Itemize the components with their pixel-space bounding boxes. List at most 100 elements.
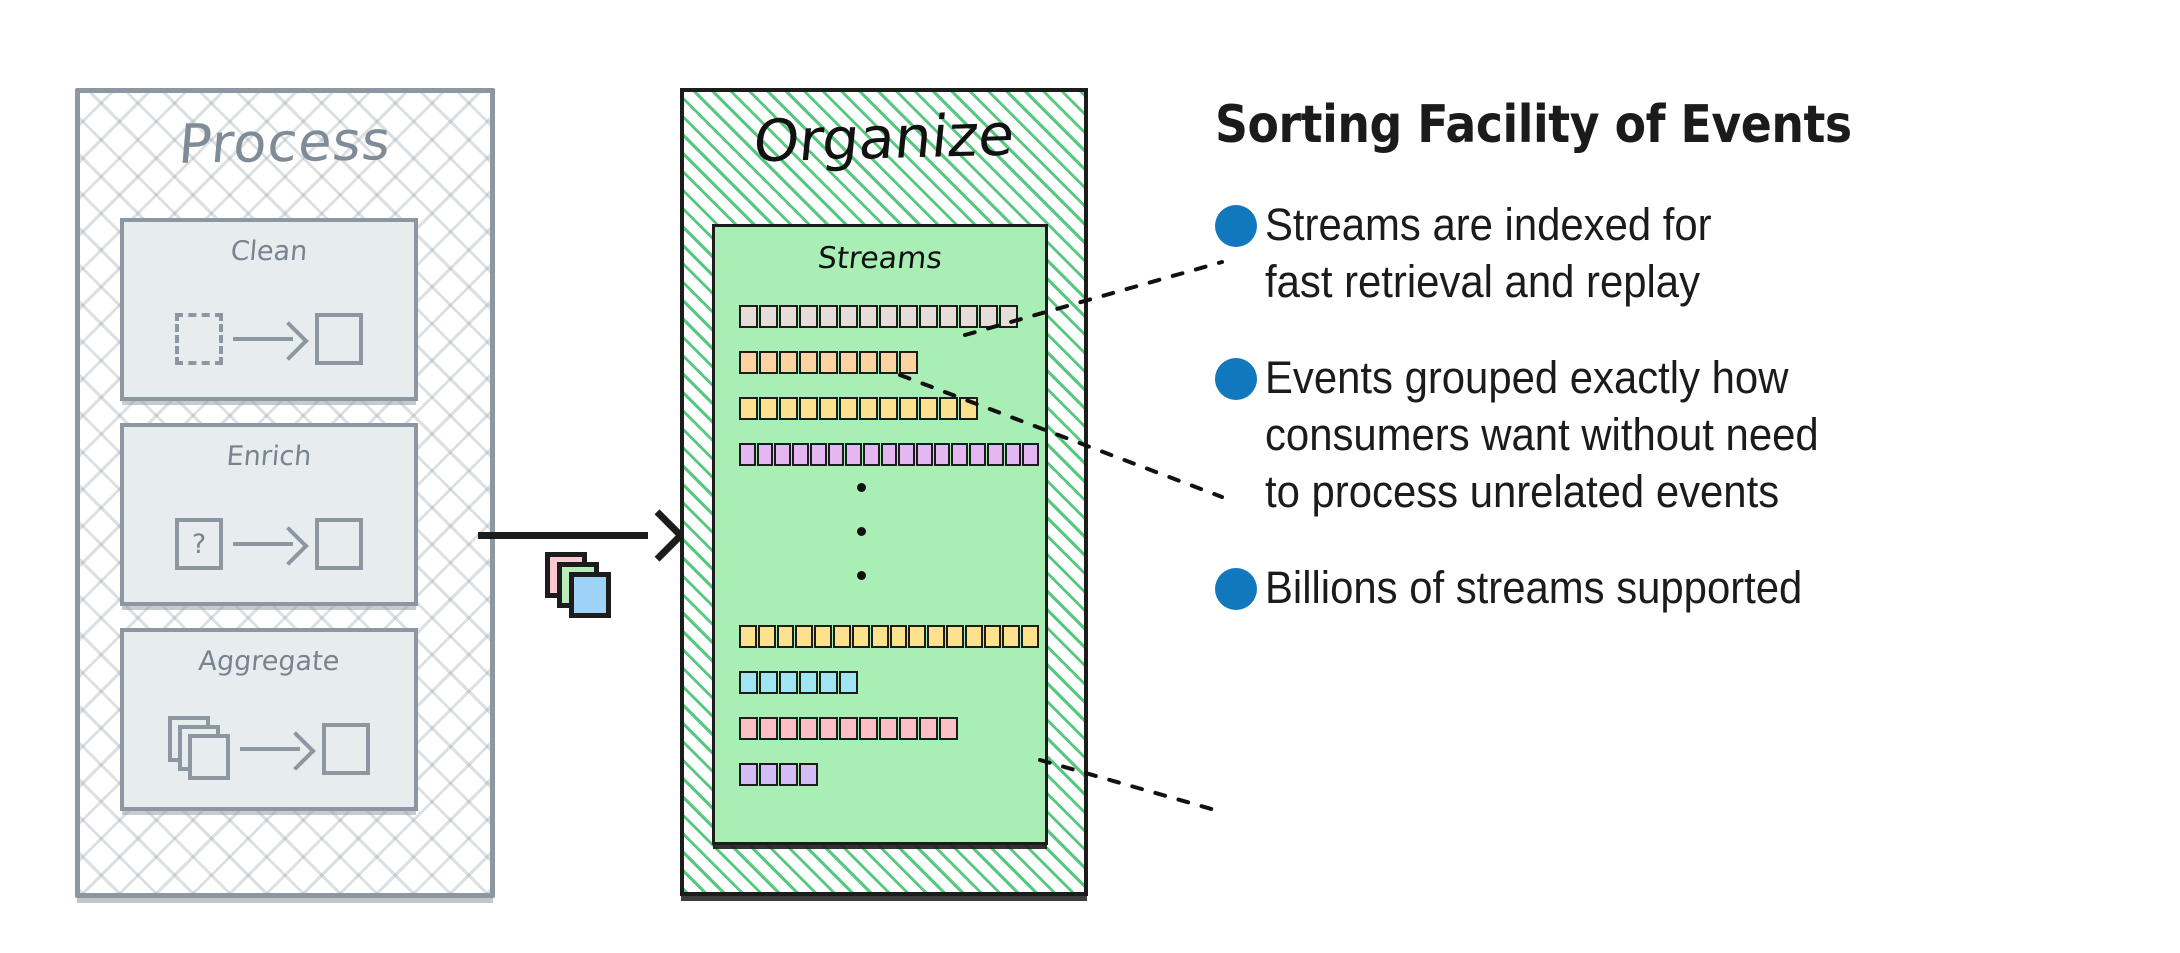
stream-cell	[819, 305, 838, 328]
stream-cell	[759, 717, 778, 740]
stream-cell	[739, 397, 758, 420]
square-icon	[315, 313, 363, 365]
vertical-ellipsis-icon	[857, 483, 871, 593]
stream-cell	[870, 625, 889, 648]
stream-cell	[809, 443, 827, 466]
stream-cell	[879, 305, 898, 328]
stream-cell	[983, 625, 1002, 648]
callout-indexed: Streams are indexed for fast retrieval a…	[1215, 197, 2115, 310]
arrow-right-icon	[233, 322, 305, 356]
stream-row-8	[739, 763, 1039, 786]
flow-arrow-icon	[478, 509, 686, 562]
stream-cell	[759, 305, 778, 328]
stream-rows-upper	[739, 305, 1039, 489]
stream-cell	[779, 717, 798, 740]
stream-cell	[862, 443, 880, 466]
process-panel-title: Process	[176, 109, 394, 176]
stream-cell	[1022, 443, 1039, 466]
stream-cell	[859, 397, 878, 420]
stream-cell	[799, 397, 818, 420]
stream-cell	[819, 717, 838, 740]
process-step-label: Aggregate	[197, 646, 341, 677]
card-blue	[569, 572, 611, 618]
process-step-icons: ?	[124, 499, 414, 589]
stream-cell	[833, 625, 851, 648]
arrow-right-icon	[233, 527, 305, 561]
process-step-label: Clean	[229, 236, 309, 267]
stream-cell	[757, 625, 776, 648]
stream-cell	[839, 351, 858, 374]
callout-text: Streams are indexed for fast retrieval a…	[1265, 199, 1712, 307]
stream-cell	[964, 625, 983, 648]
stream-cell	[819, 671, 838, 694]
stream-cell	[879, 397, 898, 420]
organize-panel-title: Organize	[750, 100, 1018, 176]
stream-cell	[899, 305, 918, 328]
bullet-dot-icon	[1215, 205, 1257, 247]
stream-cell	[959, 397, 978, 420]
stream-cell	[739, 305, 758, 328]
stream-cell	[779, 351, 798, 374]
square-icon	[322, 723, 370, 775]
stream-row-3	[739, 397, 1039, 420]
stream-cell	[899, 717, 918, 740]
stream-cell	[759, 351, 778, 374]
stream-cell	[879, 351, 898, 374]
stream-cell	[851, 625, 870, 648]
process-step-aggregate: Aggregate	[120, 628, 418, 811]
question-square-icon: ?	[175, 518, 223, 570]
stream-cell	[898, 443, 916, 466]
bullet-dot-icon	[1215, 358, 1257, 401]
square-icon	[315, 518, 363, 570]
stream-cell	[779, 305, 798, 328]
stream-cell	[939, 397, 958, 420]
stream-cell	[814, 625, 833, 648]
stream-cell	[739, 443, 756, 466]
stream-cell	[799, 671, 818, 694]
stream-cell	[927, 625, 945, 648]
organize-panel: Organize Streams	[680, 88, 1088, 896]
stream-cell	[916, 443, 933, 466]
stream-cell	[739, 351, 758, 374]
page-title: Sorting Facility of Events	[1215, 95, 1852, 155]
process-step-icons	[124, 704, 414, 794]
stream-cell	[739, 763, 758, 786]
arrow-right-icon	[240, 732, 312, 766]
stream-cell	[792, 443, 809, 466]
process-step-icons	[124, 294, 414, 384]
stream-cell	[739, 717, 758, 740]
stream-cell	[759, 763, 778, 786]
stream-cell	[799, 351, 818, 374]
stream-cell	[859, 351, 878, 374]
bullet-dot-icon	[1215, 568, 1257, 611]
stream-cell	[776, 625, 795, 648]
stream-cell	[756, 443, 774, 466]
process-panel: Process Clean Enrich ? Aggregate	[75, 88, 495, 898]
streams-box: Streams	[712, 224, 1048, 845]
stream-cell	[969, 443, 986, 466]
stream-cell	[739, 671, 758, 694]
stream-cell	[986, 443, 1004, 466]
stream-row-1	[739, 305, 1039, 328]
stream-cell	[945, 625, 964, 648]
stream-cell	[839, 717, 858, 740]
stream-cell	[919, 305, 938, 328]
callout-text: Billions of streams supported	[1265, 562, 1803, 614]
stream-cell	[779, 763, 798, 786]
stream-cell	[919, 397, 938, 420]
stream-rows-lower	[739, 625, 1039, 809]
callout-grouped: Events grouped exactly how consumers wan…	[1215, 350, 2115, 520]
stream-cell	[827, 443, 845, 466]
stream-cell	[889, 625, 908, 648]
stream-cell	[839, 305, 858, 328]
stream-row-5	[739, 625, 1039, 648]
stream-cell	[919, 717, 938, 740]
stream-row-4	[739, 443, 1039, 466]
stream-cell	[951, 443, 969, 466]
stream-row-2	[739, 351, 1039, 374]
stream-cell	[959, 305, 978, 328]
stream-cell	[759, 397, 778, 420]
stream-cell	[759, 671, 778, 694]
event-cards-icon	[545, 552, 625, 622]
